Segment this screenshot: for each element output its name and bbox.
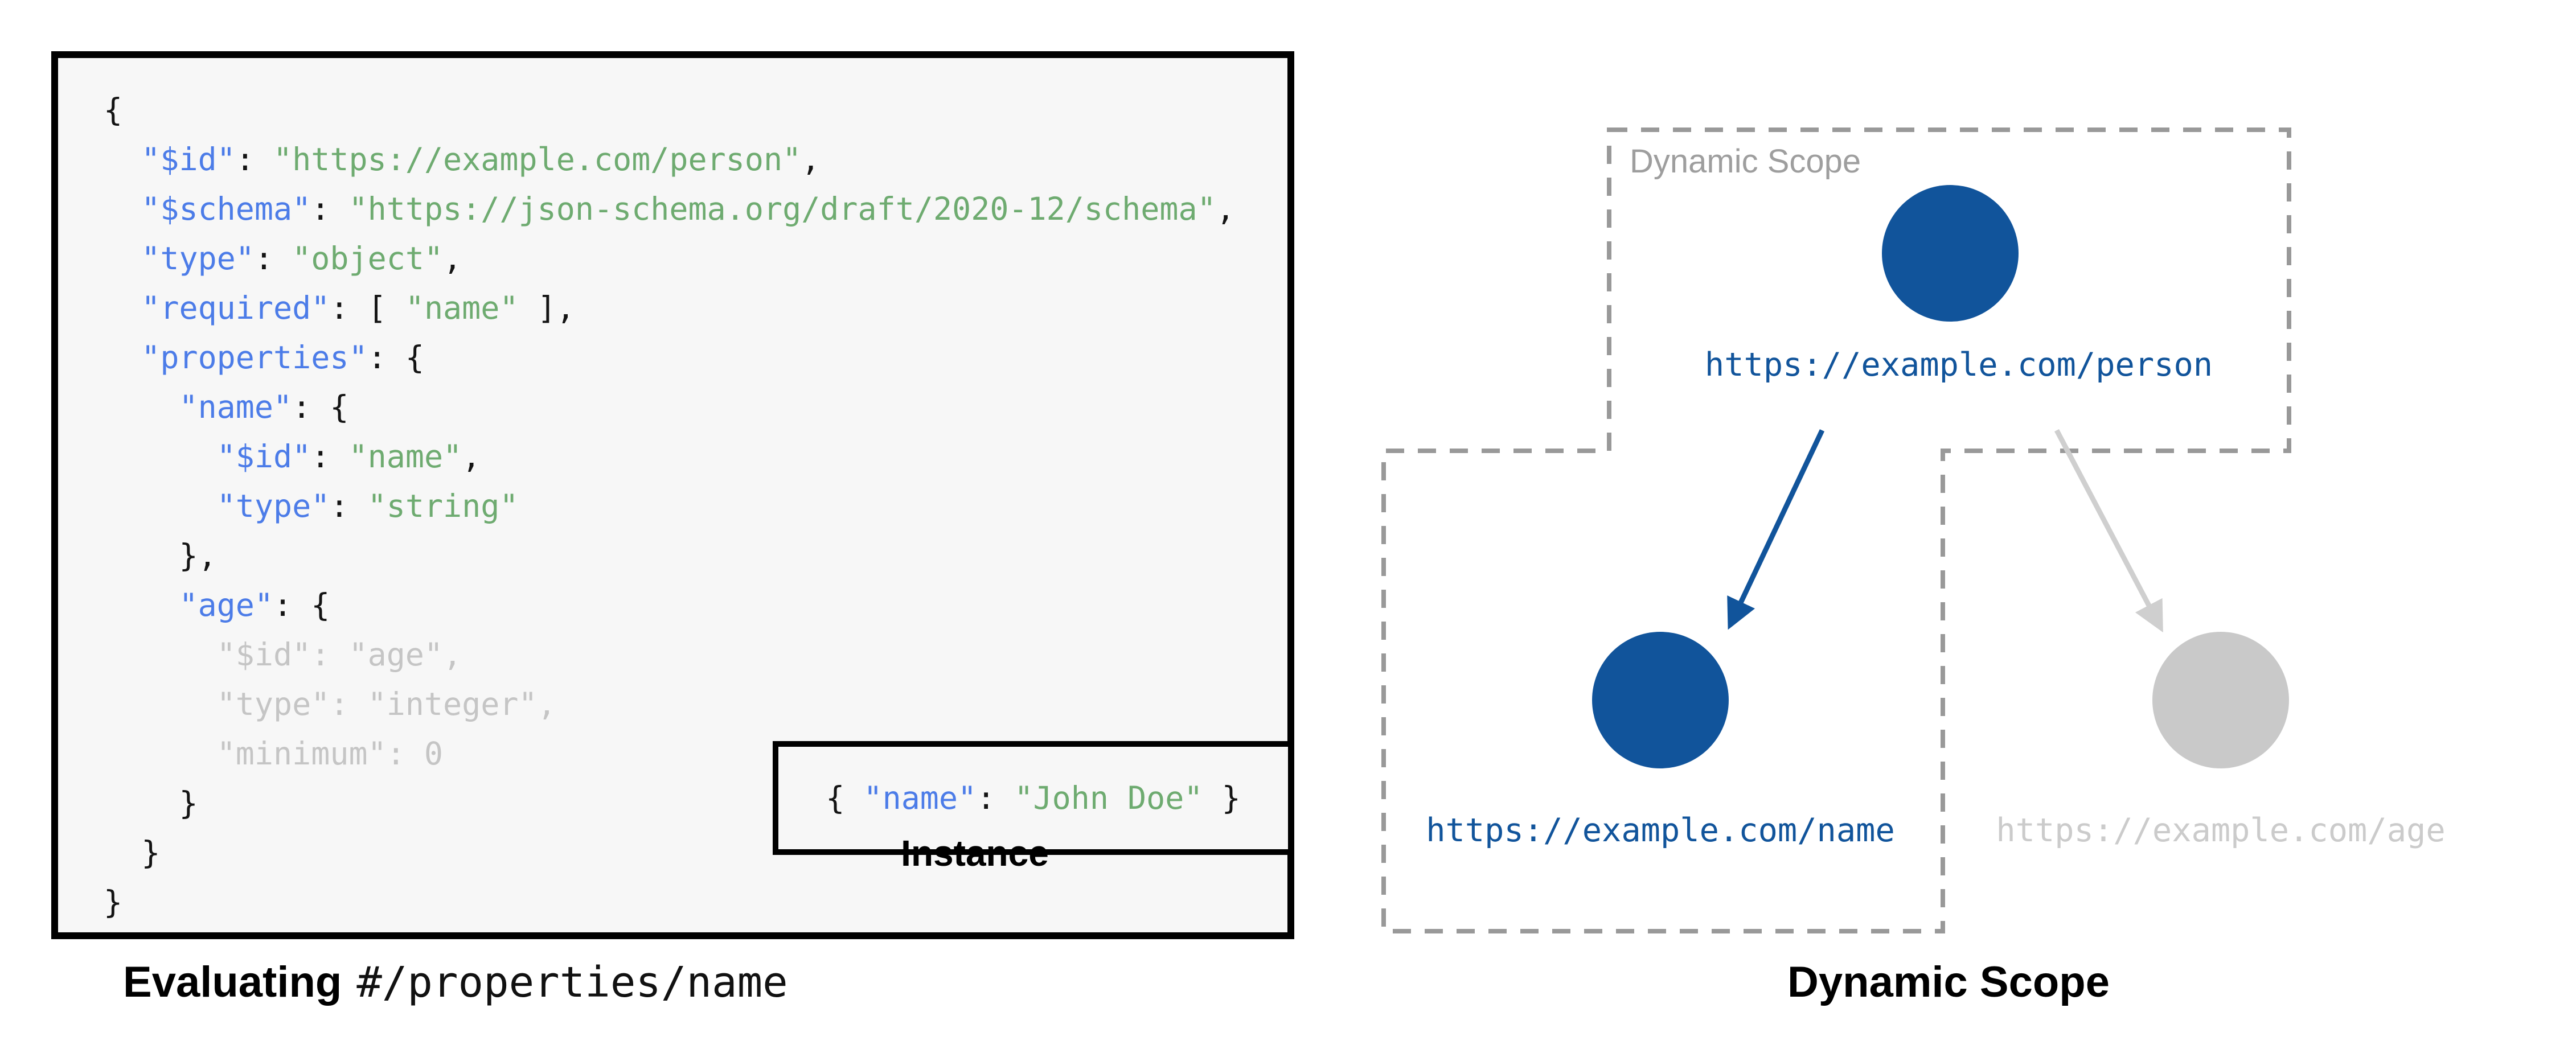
instance-code: { "name": "John Doe" } <box>826 780 1241 816</box>
scope-boundary <box>1381 127 2291 933</box>
code-line: } <box>104 785 198 821</box>
code-line: "$schema": "https://json-schema.org/draf… <box>141 191 1235 227</box>
age-node-url: https://example.com/age <box>1996 812 2446 849</box>
code-line: } <box>104 834 161 871</box>
code-line: "$id": "age", <box>104 636 462 673</box>
left-caption-bold: Evaluating <box>123 958 342 1006</box>
arrow-person-to-age <box>2054 429 2163 633</box>
code-line: "minimum": 0 <box>104 735 444 772</box>
code-line: "$id": "name", <box>216 438 481 475</box>
scope-box-label: Dynamic Scope <box>1630 143 1861 180</box>
code-line: "$id": "https://example.com/person", <box>141 141 821 178</box>
code-line: { "name": "John Doe" } <box>826 780 1241 816</box>
code-line: "type": "integer", <box>104 686 556 722</box>
code-line: "name": { <box>179 389 349 425</box>
code-line: "properties": { <box>141 339 424 376</box>
person-node-circle <box>1882 185 2019 322</box>
code-line: } <box>104 884 123 920</box>
left-caption-pointer: #/properties/name <box>356 958 788 1007</box>
person-node-url: https://example.com/person <box>1704 346 2213 384</box>
age-node-circle <box>2152 632 2289 768</box>
instance-box: { "name": "John Doe" } <box>773 741 1294 855</box>
code-line: }, <box>104 537 217 574</box>
code-line: "type": "string" <box>216 488 519 524</box>
right-caption: Dynamic Scope <box>1787 958 2110 1006</box>
name-node-circle <box>1592 632 1729 768</box>
name-node-url: https://example.com/name <box>1426 812 1895 849</box>
code-line: "required": [ "name" ], <box>141 290 575 326</box>
arrow-person-to-name <box>1727 429 1825 630</box>
schema-code: { "$id": "https://example.com/person", "… <box>104 85 1235 927</box>
schema-code-block: { "$id": "https://example.com/person", "… <box>51 51 1294 939</box>
instance-label: Instance <box>901 833 1049 874</box>
code-line: "type": "object", <box>141 240 462 277</box>
code-line: "age": { <box>179 587 330 623</box>
code-line: { <box>104 92 123 128</box>
left-caption: Evaluating #/properties/name <box>123 957 788 1007</box>
